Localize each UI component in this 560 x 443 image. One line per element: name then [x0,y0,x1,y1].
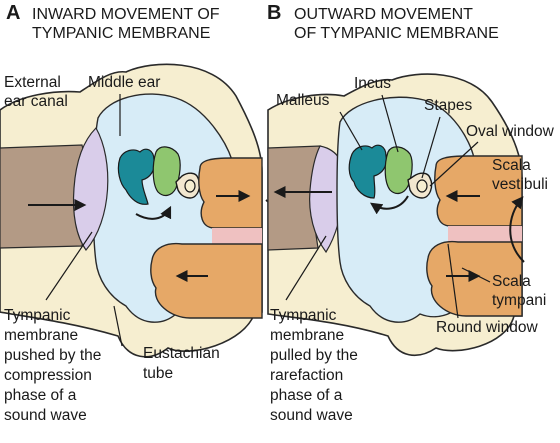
label-scala-vestibuli-2: vestibuli [492,176,548,193]
panel-a-heading-line-1: INWARD MOVEMENT OF [32,6,220,23]
leader-tympanic-membrane-a [45,231,93,301]
label-round-window: Round window [436,319,538,336]
leader-stapes [421,116,441,179]
leader-eustachian-tube [113,305,123,347]
incus [152,146,181,197]
arrow-ossicle-motion [135,205,172,220]
label-tympanic-b-5: phase of a [270,387,343,404]
stapes-footplate-b [416,179,428,193]
label-eustachian-1: Eustachian [143,345,220,362]
stapes-footplate [184,179,196,193]
label-incus: Incus [354,75,391,92]
panel-b-letter: B [267,2,281,24]
malleus-b [348,144,387,199]
label-scala-tympani-2: tympani [492,292,546,309]
leader-tympanic-membrane-b [285,235,327,301]
label-middle-ear: Middle ear [88,74,160,91]
label-tympanic-b-2: membrane [270,327,344,344]
scala-tympani [150,242,263,319]
leader-round-window [447,243,459,319]
panel-b-heading-line-2: OF TYMPANIC MEMBRANE [294,25,499,42]
panel-a-letter: A [6,2,20,24]
label-tympanic-a-3: pushed by the [4,347,101,364]
label-tympanic-a-6: sound wave [4,407,87,424]
label-tympanic-b-4: rarefaction [270,367,343,384]
label-malleus: Malleus [276,92,330,109]
window-gap-b [448,226,522,242]
label-tympanic-a-4: compression [4,367,92,384]
label-stapes: Stapes [424,97,473,114]
tympanic-membrane [72,127,109,251]
label-tympanic-b-6: sound wave [270,407,353,424]
label-oval-window: Oval window [466,123,555,140]
panel-b: B OUTWARD MOVEMENT OF TYMPANIC MEMBRANE … [267,2,555,424]
leader-scala-tympani [461,267,491,283]
window-gap [212,228,262,244]
panel-a-heading-line-2: TYMPANIC MEMBRANE [32,25,210,42]
arrow-ossicle-motion-b [370,195,409,215]
label-tympanic-b-1: Tympanic [270,307,337,324]
malleus [117,148,155,205]
leader-incus [381,94,399,153]
label-tympanic-a-2: membrane [4,327,78,344]
label-scala-vestibuli-1: Scala [492,157,531,174]
label-tympanic-a-1: Tympanic [4,307,71,324]
panel-a: A INWARD MOVEMENT OF TYMPANIC MEMBRANE E… [0,2,286,424]
label-tympanic-b-3: pulled by the [270,347,358,364]
panel-b-heading-line-1: OUTWARD MOVEMENT [294,6,473,23]
label-external-ear-canal-2: ear canal [4,93,68,110]
leader-malleus [339,111,363,151]
leader-oval-window [429,141,479,187]
label-tympanic-a-5: phase of a [4,387,77,404]
label-external-ear-canal-1: External [4,74,61,91]
label-eustachian-2: tube [143,365,173,382]
arrow-cochlear-flow-b [509,196,525,263]
scala-vestibuli-b [434,155,523,227]
label-scala-tympani-1: Scala [492,273,531,290]
scala-vestibuli [198,157,263,229]
incus-b [384,146,413,195]
